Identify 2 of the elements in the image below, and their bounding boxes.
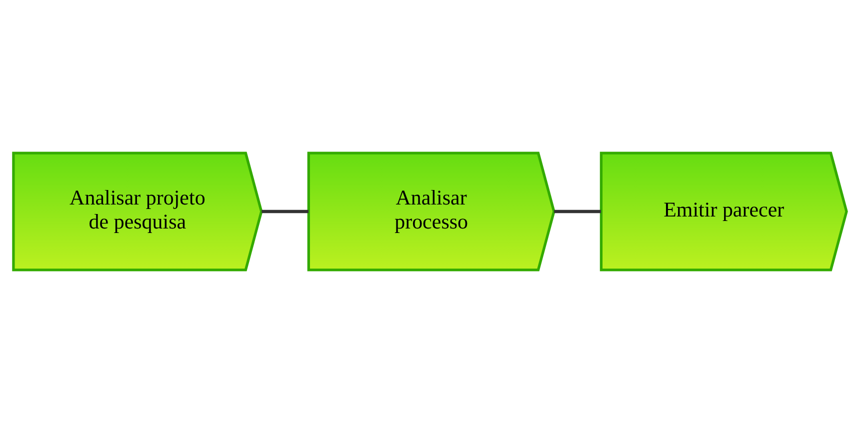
connector — [262, 210, 308, 214]
connector — [554, 210, 601, 214]
